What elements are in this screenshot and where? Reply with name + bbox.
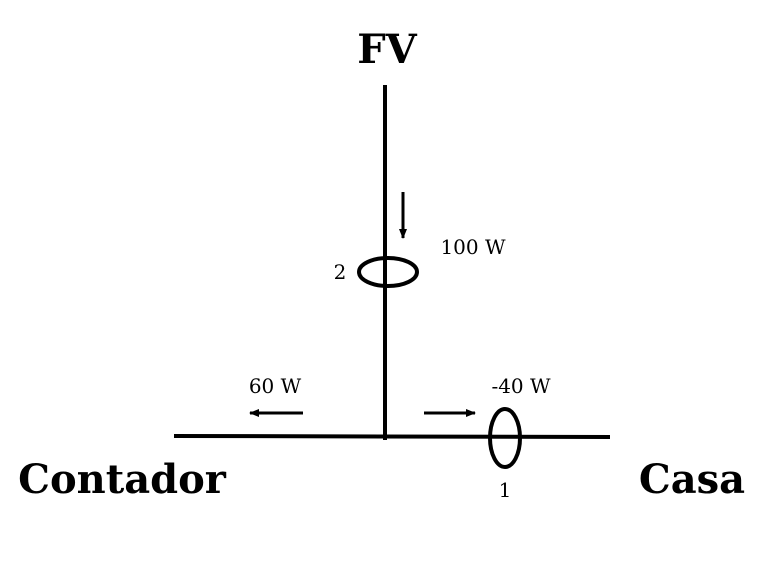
sensor-1-clamp (488, 407, 522, 469)
main-bus-line (173, 434, 611, 439)
contador-label: Contador (18, 456, 227, 503)
casa-label: Casa (639, 456, 745, 503)
sensor-1-power: -40 W (491, 374, 551, 398)
sensor-1-id: 1 (499, 478, 512, 502)
sensor-2-power: 100 W (440, 235, 506, 259)
sensor-2-id: 2 (334, 260, 347, 284)
contador-flow-power: 60 W (249, 374, 302, 398)
fv-label: FV (357, 26, 417, 73)
sensor-2-clamp (357, 256, 419, 288)
